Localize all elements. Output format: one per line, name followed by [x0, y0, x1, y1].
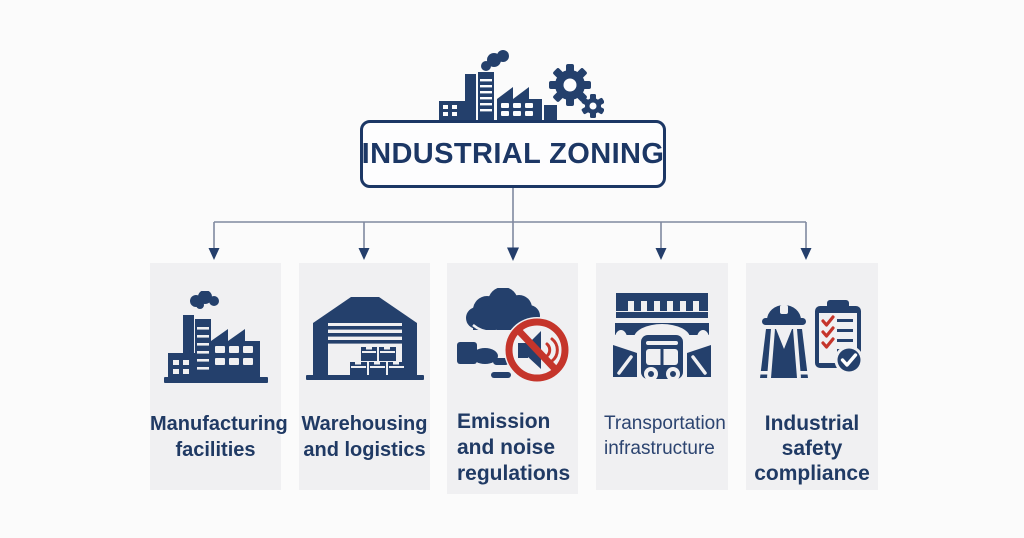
card-label: Manufacturing facilities — [150, 413, 288, 461]
factory-gears-graphic — [439, 50, 605, 121]
card-emission-noise-regulations: Emission and noise regulations — [447, 263, 578, 494]
card-label: Warehousing and logistics — [301, 413, 428, 461]
title-box: INDUSTRIAL ZONING — [360, 120, 666, 188]
bridge-bus-icon — [596, 263, 728, 403]
safety-compliance-icon — [746, 263, 878, 403]
card-label: Transportation infrastructure — [604, 413, 726, 459]
card-label: Emission and noise regulations — [457, 410, 571, 485]
card-manufacturing-facilities: Manufacturing facilities — [150, 263, 288, 490]
no-noise-emission-icon — [447, 263, 578, 403]
card-warehousing-logistics: Warehousing and logistics — [299, 263, 430, 490]
factory-gears-icon — [424, 49, 605, 121]
arrowheads — [208, 247, 812, 261]
card-industrial-safety-compliance: Industrial safety compliance — [746, 263, 878, 490]
factory-icon — [150, 263, 281, 403]
diagram-title: INDUSTRIAL ZONING — [361, 137, 665, 170]
card-label: Industrial safety compliance — [754, 412, 870, 485]
warehouse-icon — [299, 263, 430, 403]
card-transportation-infrastructure: Transportation infrastructure — [596, 263, 728, 490]
